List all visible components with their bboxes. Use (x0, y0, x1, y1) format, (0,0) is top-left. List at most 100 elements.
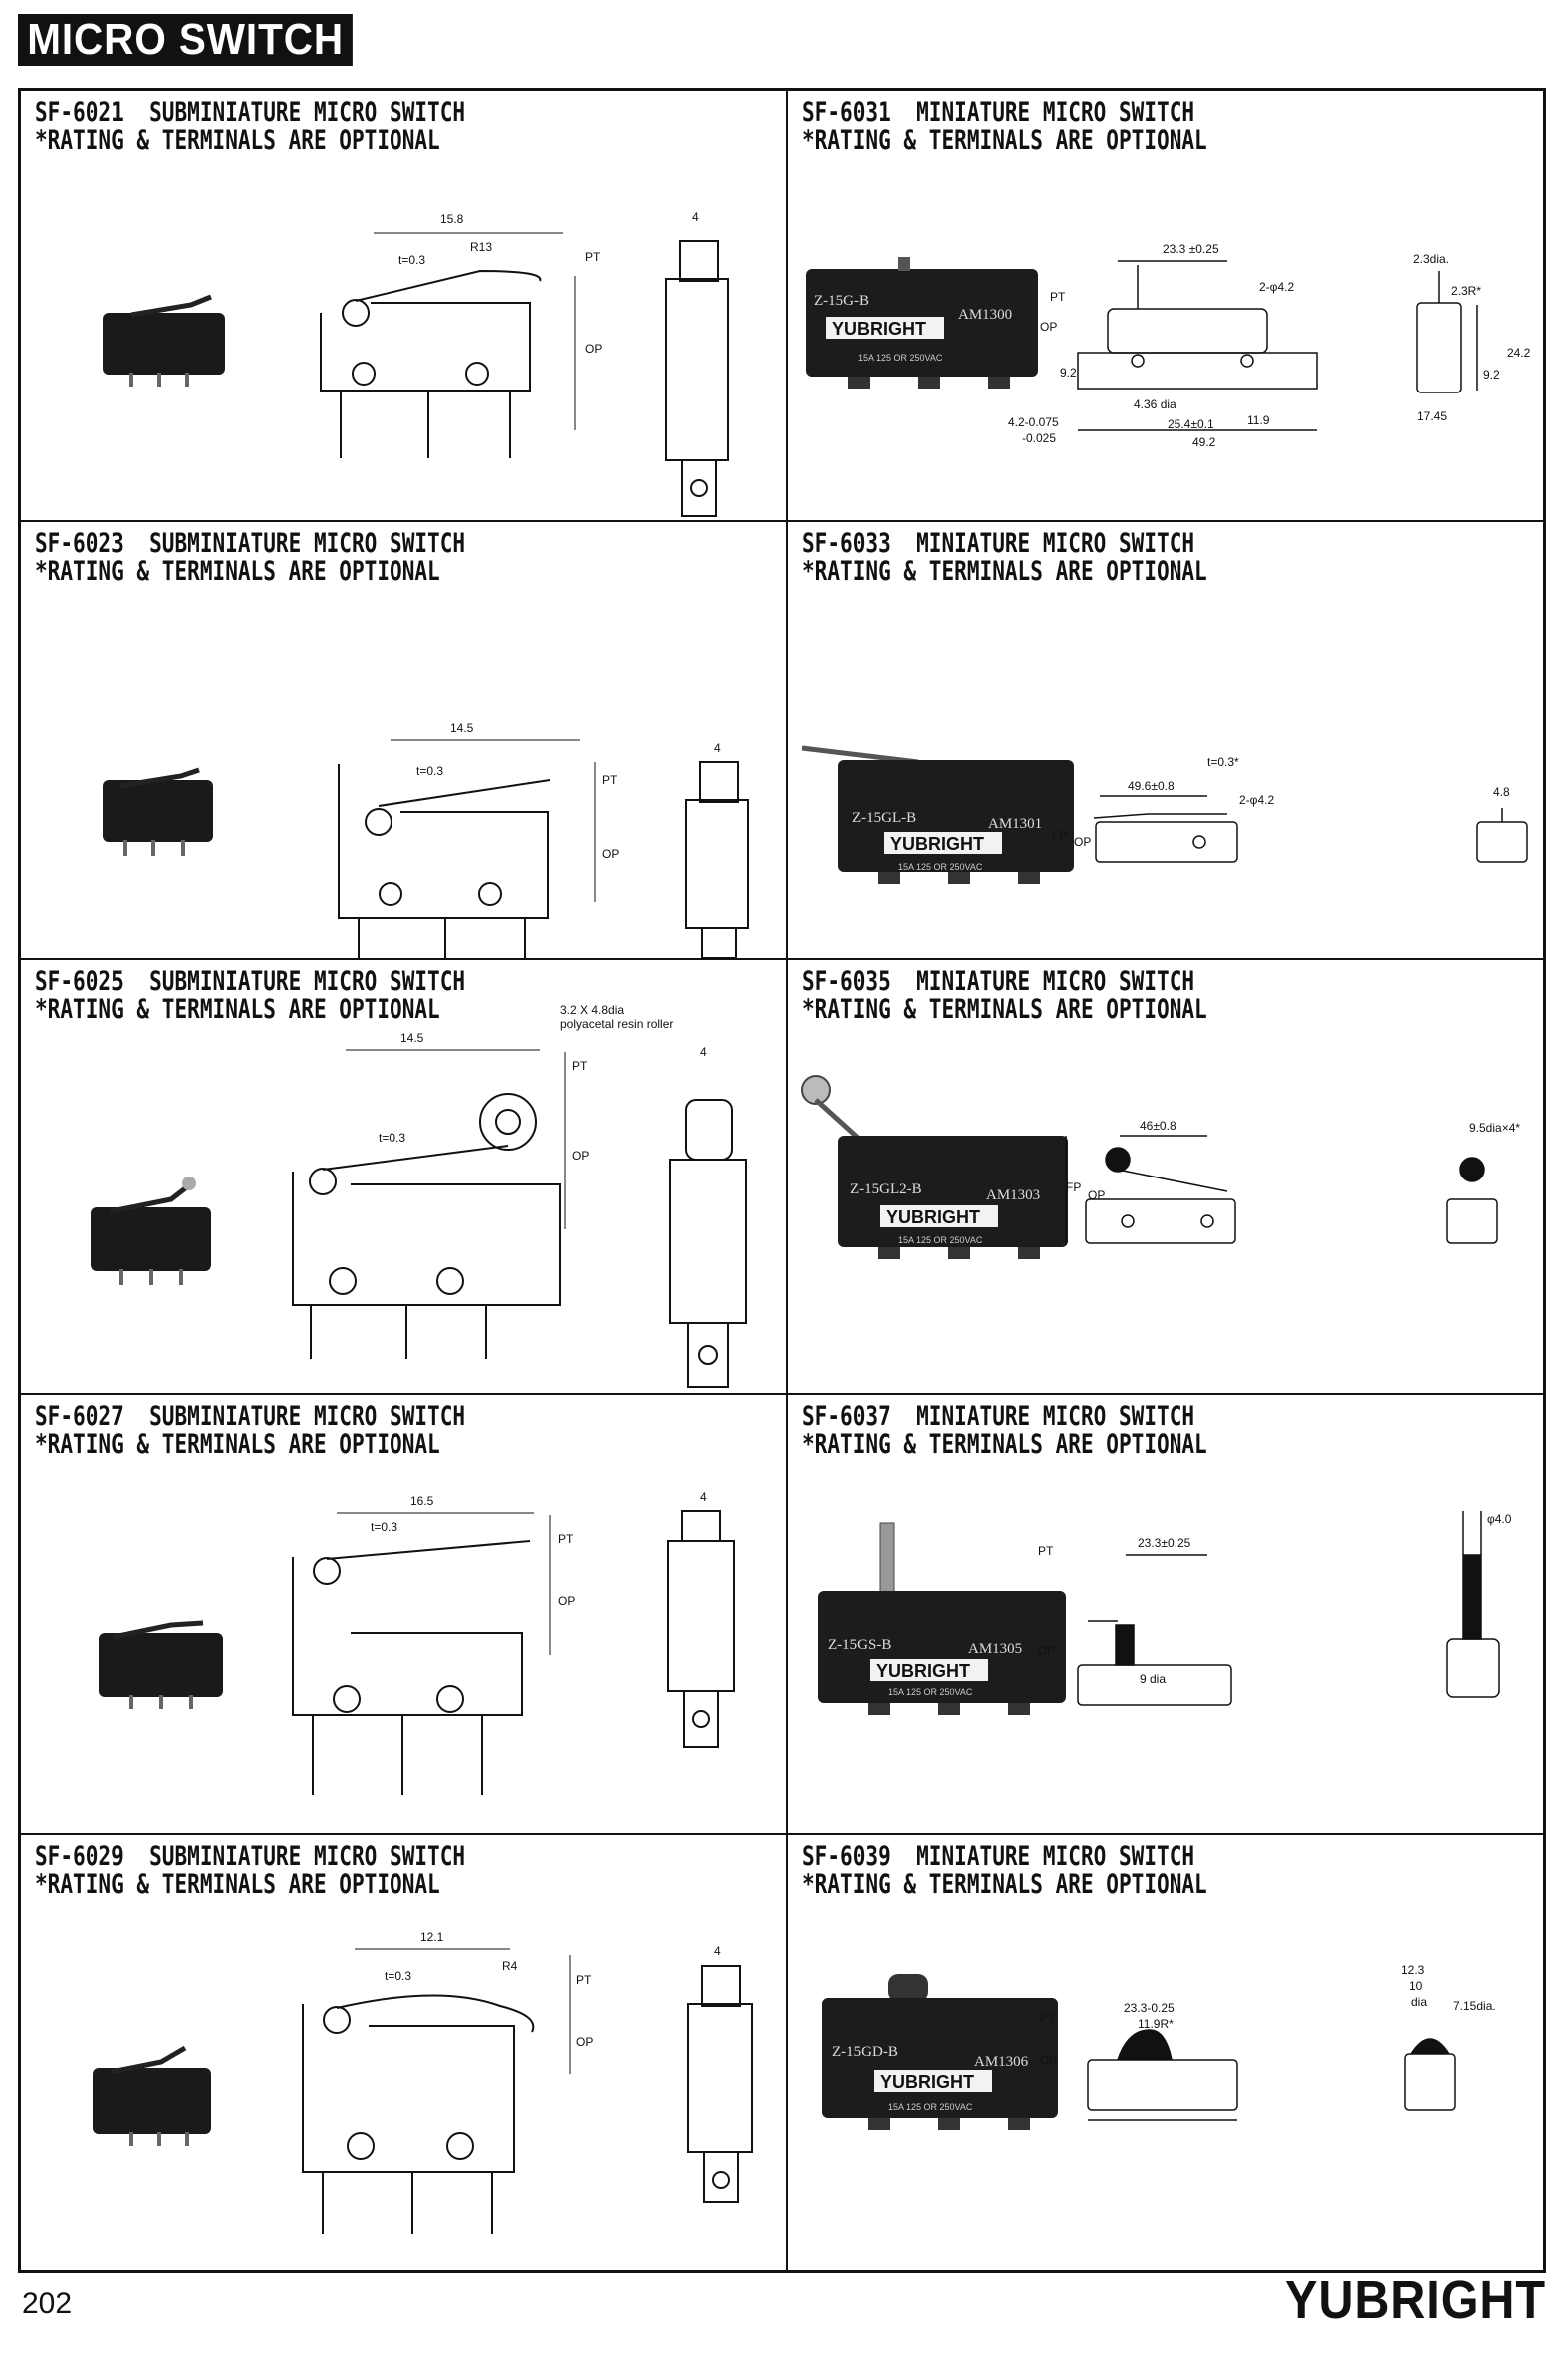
svg-text:Z-15G-B: Z-15G-B (814, 293, 869, 309)
side-view-drawing (1077, 260, 1318, 431)
product-cell-sf-6027: SF-6027 SUBMINIATURE MICRO SWITCH *RATIN… (21, 1395, 788, 1835)
dim-length: 15.8 (440, 212, 464, 226)
end-view-drawing (1416, 271, 1478, 393)
svg-text:Z-15GS-B: Z-15GS-B (828, 1637, 891, 1653)
svg-text:AM1305: AM1305 (968, 1641, 1022, 1657)
dim-pt: PT (572, 1059, 588, 1073)
dim-pt: PT (602, 773, 618, 787)
dim-thickness: t=0.3 (416, 764, 443, 778)
dim-k: 49.2 (1192, 435, 1216, 449)
dim-length: 12.1 (420, 1930, 444, 1944)
product-title: SF-6031 MINIATURE MICRO SWITCH (802, 97, 1195, 128)
dim-b: 9.5dia×4* (1469, 1121, 1520, 1135)
svg-text:AM1301: AM1301 (988, 816, 1042, 832)
dim-op: OP (585, 342, 602, 356)
end-view-drawing (1446, 1157, 1498, 1244)
dim-pt: PT (558, 1532, 574, 1546)
dim-op: OP (1088, 1188, 1105, 1202)
dim-fp: FP (1052, 829, 1067, 843)
dim-d: 4.8 (1493, 785, 1510, 799)
switch-drawing: Z-15GD-B AM1306 YUBRIGHT 15A 125 OR 250V… (822, 1963, 1496, 2130)
end-view-drawing (1404, 2038, 1456, 2111)
dim-e: 24.2 (1507, 346, 1531, 360)
dim-l: 4.2-0.075 (1008, 415, 1059, 429)
optional-note: *RATING & TERMINALS ARE OPTIONAL (802, 556, 1207, 587)
switch-photo (103, 294, 225, 387)
dim-a: 49.6±0.8 (1128, 779, 1175, 793)
side-view-drawing (1065, 1135, 1236, 1245)
switch-photo (91, 1176, 211, 1285)
svg-text:YUBRIGHT: YUBRIGHT (876, 1661, 970, 1681)
switch-drawing: 16.5 t=0.3 PT OP 4 (99, 1490, 735, 1795)
optional-note: *RATING & TERMINALS ARE OPTIONAL (802, 994, 1207, 1025)
dim-radius: R4 (502, 1960, 518, 1973)
product-cell-sf-6025: SF-6025 SUBMINIATURE MICRO SWITCH *RATIN… (21, 960, 788, 1395)
product-grid: SF-6021 SUBMINIATURE MICRO SWITCH *RATIN… (18, 88, 1546, 2273)
dim-j: 11.9 (1247, 413, 1270, 427)
side-view-drawing (1093, 795, 1238, 863)
product-cell-sf-6021: SF-6021 SUBMINIATURE MICRO SWITCH *RATIN… (21, 91, 788, 522)
side-view-drawing (320, 232, 576, 458)
product-title: SF-6037 MINIATURE MICRO SWITCH (802, 1401, 1195, 1432)
dim-op: OP (1074, 835, 1091, 849)
product-title: SF-6023 SUBMINIATURE MICRO SWITCH (35, 528, 466, 559)
dim-op: OP (1040, 2053, 1057, 2067)
switch-photo: Z-15G-B AM1300 YUBRIGHT 15A 125 OR 250VA… (806, 257, 1038, 389)
end-view-drawing (1446, 1511, 1500, 1698)
dim-c: 2.3dia. (1413, 252, 1449, 266)
dim-length: 14.5 (450, 721, 474, 735)
product-cell-sf-6031: SF-6031 MINIATURE MICRO SWITCH *RATING &… (788, 91, 1543, 522)
switch-drawing: Z-15GL2-B AM1303 YUBRIGHT 15A 125 OR 250… (801, 1075, 1520, 1259)
dim-op: OP (1038, 1644, 1055, 1658)
dim-op: OP (572, 1149, 589, 1163)
dim-c: 12.3 (1401, 1963, 1425, 1977)
product-title: SF-6029 SUBMINIATURE MICRO SWITCH (35, 1841, 466, 1872)
dim-h: 4.36 dia (1134, 397, 1176, 411)
switch-drawing: 14.5 t=0.3 PT OP 4 (103, 721, 749, 958)
svg-text:15A 125 OR 250VAC: 15A 125 OR 250VAC (858, 353, 943, 363)
dim-fp: FP (1066, 1180, 1081, 1194)
side-view-drawing (302, 1948, 571, 2234)
switch-drawing: Z-15G-B AM1300 YUBRIGHT 15A 125 OR 250VA… (806, 242, 1531, 449)
front-view-drawing (685, 761, 749, 958)
optional-note: *RATING & TERMINALS ARE OPTIONAL (35, 556, 440, 587)
optional-note: *RATING & TERMINALS ARE OPTIONAL (35, 1429, 440, 1460)
dim-a: 23.3±0.25 (1138, 1536, 1191, 1550)
dim-g: 17.45 (1417, 409, 1447, 423)
dim-thickness: t=0.3 (398, 253, 425, 267)
optional-note: *RATING & TERMINALS ARE OPTIONAL (35, 1869, 440, 1900)
product-title: SF-6025 SUBMINIATURE MICRO SWITCH (35, 966, 466, 997)
dim-m: -0.025 (1022, 431, 1056, 445)
svg-text:AM1300: AM1300 (958, 307, 1012, 323)
dim-thickness: t=0.3 (371, 1520, 397, 1534)
optional-note: *RATING & TERMINALS ARE OPTIONAL (35, 994, 440, 1025)
dim-i: 25.4±0.1 (1168, 417, 1214, 431)
dim-pt: PT (1050, 290, 1066, 304)
svg-text:15A 125 OR 250VAC: 15A 125 OR 250VAC (898, 1235, 983, 1245)
dim-pt: PT (576, 1973, 592, 1987)
side-view-drawing (292, 1512, 551, 1795)
svg-text:YUBRIGHT: YUBRIGHT (832, 319, 926, 339)
switch-photo (93, 2045, 211, 2146)
dim-c: 9 dia (1140, 1672, 1166, 1686)
product-title: SF-6027 SUBMINIATURE MICRO SWITCH (35, 1401, 466, 1432)
svg-text:AM1303: AM1303 (986, 1187, 1040, 1203)
dim-width: 4 (700, 1490, 707, 1504)
dim-width: 4 (714, 741, 721, 755)
product-title: SF-6039 MINIATURE MICRO SWITCH (802, 1841, 1195, 1872)
switch-drawing: Z-15GS-B AM1305 YUBRIGHT 15A 125 OR 250V… (818, 1511, 1512, 1715)
front-view-drawing (667, 1510, 735, 1748)
dim-pt: PT (1038, 1544, 1054, 1558)
dim-length: 14.5 (400, 1031, 424, 1045)
product-cell-sf-6033: SF-6033 MINIATURE MICRO SWITCH *RATING &… (788, 522, 1543, 960)
dim-c: t=0.3* (1207, 755, 1239, 769)
dim-width: 4 (692, 210, 699, 224)
dim-a: 46±0.8 (1140, 1119, 1176, 1133)
dim-op: OP (602, 847, 619, 861)
dim-op: OP (558, 1594, 575, 1608)
switch-photo: Z-15GL2-B AM1303 YUBRIGHT 15A 125 OR 250… (801, 1075, 1068, 1259)
switch-photo: Z-15GD-B AM1306 YUBRIGHT 15A 125 OR 250V… (822, 1974, 1058, 2130)
side-view-drawing (1077, 1554, 1232, 1706)
end-view-drawing (1476, 808, 1528, 863)
dim-a: 23.3-0.25 (1124, 2001, 1175, 2015)
